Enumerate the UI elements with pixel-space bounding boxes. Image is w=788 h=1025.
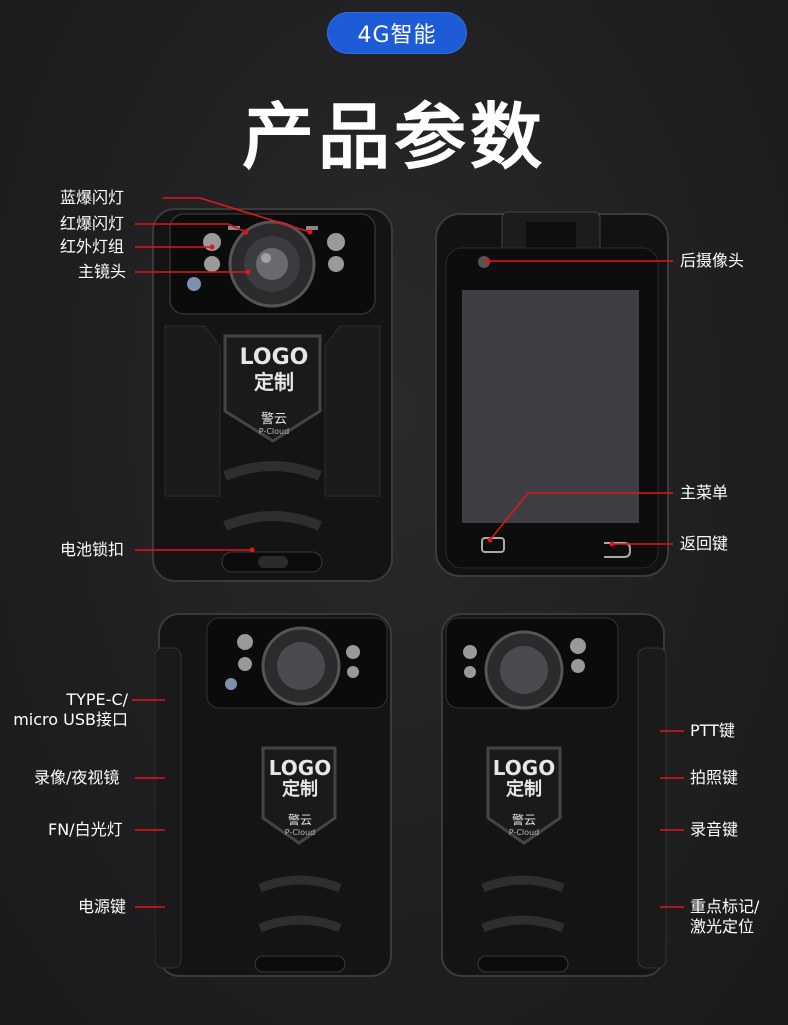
logo-brand-en: P-Cloud [258, 427, 290, 436]
label-power-key: 电源键 [78, 897, 127, 916]
device-front-top [152, 208, 393, 582]
logo-plate-left: LOGO 定制 警云 P-Cloud [263, 757, 337, 837]
label-main-lens: 主镜头 [78, 262, 127, 281]
logo-line2: 定制 [506, 779, 542, 800]
logo-line2: 定制 [282, 779, 318, 800]
logo-brand: 警云 [511, 813, 536, 827]
label-battery-lock: 电池锁扣 [60, 540, 125, 559]
label-red-flash: 红爆闪灯 [60, 214, 125, 233]
label-type-c: TYPE-C/ micro USB接口 [0, 690, 128, 730]
label-mark-line2: 激光定位 [690, 917, 755, 936]
pointer-blue-flash [163, 197, 311, 233]
logo-plate-top: LOGO 定制 警云 P-Cloud [232, 345, 316, 437]
logo-line2: 定制 [254, 370, 294, 394]
label-type-c-line1: TYPE-C/ [66, 690, 128, 709]
label-ptt-key: PTT键 [690, 721, 735, 740]
page-title: 产品参数 [241, 95, 546, 179]
device-back-screen [435, 211, 669, 577]
label-photo-key: 拍照键 [690, 768, 739, 787]
feature-badge: 4G智能 [327, 12, 467, 54]
pointer-main-menu [489, 492, 673, 541]
logo-brand-en: P-Cloud [284, 828, 316, 837]
logo-line1: LOGO [492, 756, 556, 780]
label-blue-flash: 蓝爆闪灯 [60, 188, 125, 207]
logo-brand-en: P-Cloud [508, 828, 540, 837]
device-left-side [155, 613, 392, 977]
logo-brand: 警云 [260, 412, 287, 427]
label-type-c-line2: micro USB接口 [13, 710, 128, 729]
logo-plate-right: LOGO 定制 警云 P-Cloud [487, 757, 561, 837]
label-back-key: 返回键 [680, 534, 729, 553]
label-fn-light: FN/白光灯 [48, 820, 123, 839]
label-main-menu: 主菜单 [680, 483, 729, 502]
label-ir-group: 红外灯组 [60, 237, 125, 256]
logo-line1: LOGO [268, 756, 332, 780]
label-rear-camera: 后摄像头 [680, 251, 745, 270]
logo-line1: LOGO [239, 345, 309, 370]
label-mark-line1: 重点标记/ [690, 897, 760, 916]
logo-brand: 警云 [287, 813, 312, 827]
label-record-night: 录像/夜视镜 [34, 768, 120, 787]
label-mark: 重点标记/ 激光定位 [690, 897, 759, 937]
pointer-red-flash [135, 223, 247, 233]
device-right-side [441, 613, 667, 977]
label-audio-key: 录音键 [690, 820, 739, 839]
